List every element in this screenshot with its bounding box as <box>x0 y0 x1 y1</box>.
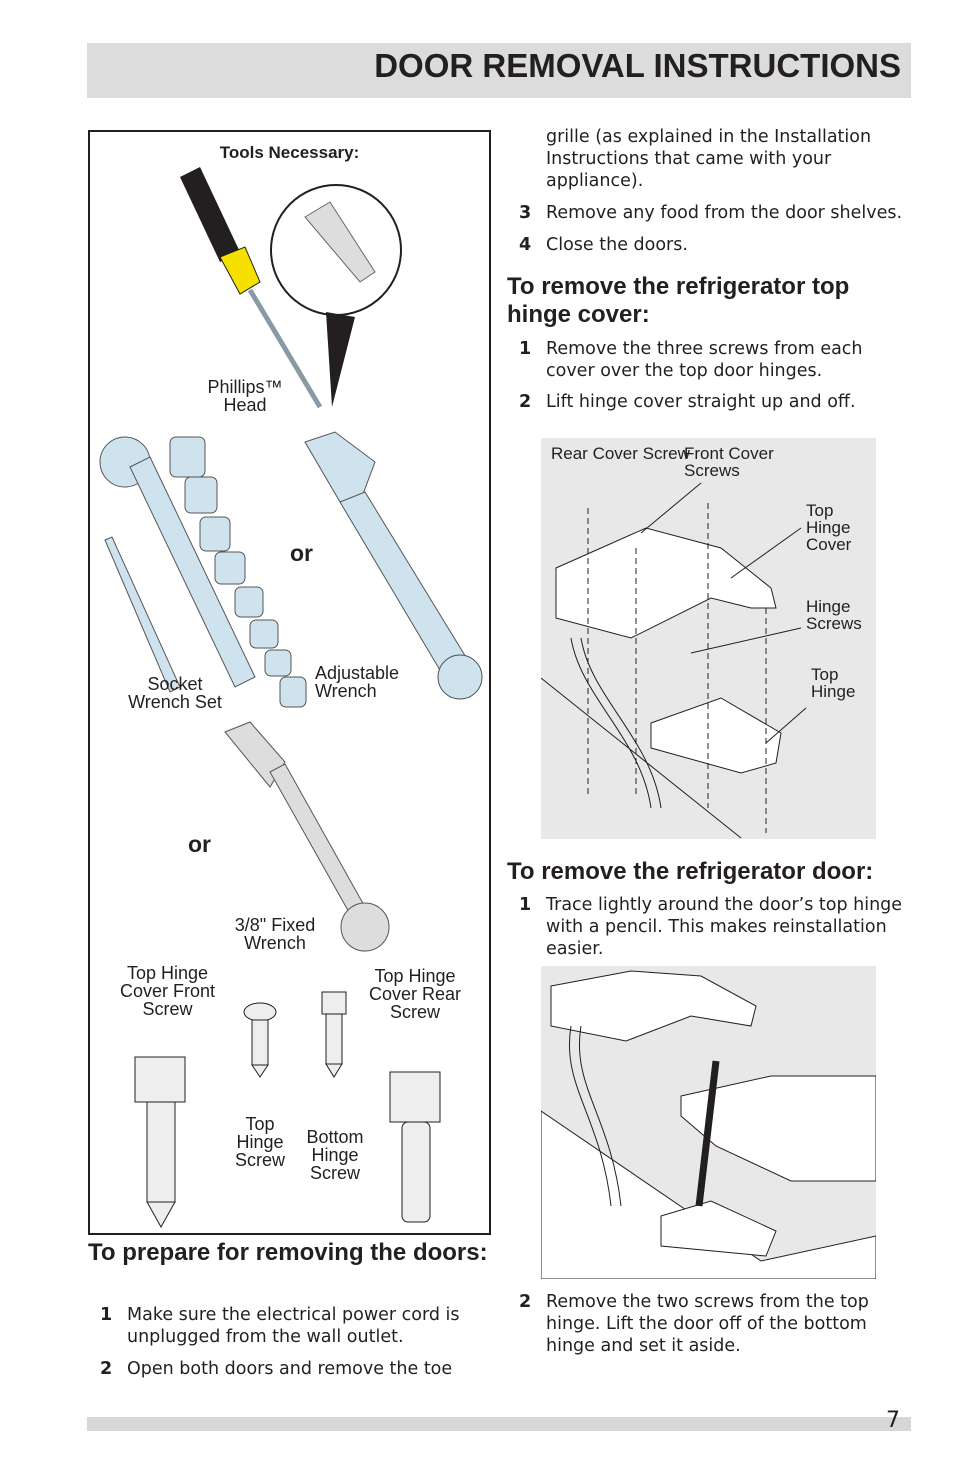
top-hinge-cover-label: Top Hinge Cover <box>806 501 852 554</box>
step-text: Open both doors and remove the toe <box>127 1359 453 1379</box>
prepare-step-3: 3 Remove any food from the door shelves. <box>519 202 911 224</box>
step-number: 1 <box>519 895 532 915</box>
fixed-wrench-icon <box>224 721 390 952</box>
rear-screw-label: Top Hinge Cover Rear Screw <box>368 966 462 1022</box>
tools-title: Tools Necessary: <box>219 143 360 162</box>
step-number: 1 <box>519 339 532 359</box>
door-step-1: 1 Trace lightly around the door’s top hin… <box>519 894 906 960</box>
phillips-label: Phillips™ Head <box>207 377 283 415</box>
prepare-step-2: 2 Open both doors and remove the toe <box>100 1358 477 1380</box>
top-hinge-screw-label: Top Hinge Screw <box>234 1114 285 1170</box>
socket-wrench-icon <box>99 436 307 708</box>
prepare-step-4: 4 Close the doors. <box>519 234 911 256</box>
footer-bar <box>87 1417 911 1431</box>
fixed-wrench-label: 3/8" Fixed Wrench <box>234 915 316 953</box>
step-text: Close the doors. <box>546 235 688 255</box>
front-screw-label: Top Hinge Cover Front Screw <box>119 963 216 1019</box>
or-label-1: or <box>290 540 313 566</box>
bottom-hinge-screw-label: Bottom Hinge Screw <box>306 1127 364 1183</box>
door-heading: To remove the refrigerator door: <box>507 858 874 885</box>
or-label-2: or <box>188 831 211 857</box>
step-text: Lift hinge cover straight up and off. <box>546 392 856 412</box>
hinge-cover-illustration <box>541 482 807 839</box>
step-number: 3 <box>519 203 532 223</box>
socket-label: Socket Wrench Set <box>128 674 222 712</box>
prepare-step-1: 1 Make sure the electrical power cord is … <box>100 1304 477 1348</box>
front-cover-screws-label: Front Cover Screws <box>684 444 774 480</box>
screwdriver-icon <box>180 167 402 409</box>
cover-step-1: 1 Remove the three screws from each cover… <box>519 338 911 382</box>
header-bar: DOOR REMOVAL INSTRUCTIONS <box>87 43 911 98</box>
rear-cover-screw-label: Rear Cover Screw <box>551 444 690 463</box>
step-number: 4 <box>519 235 532 255</box>
cover-heading: To remove the refrigerator top hinge cov… <box>507 273 850 328</box>
cover-step-2: 2 Lift hinge cover straight up and off. <box>519 391 911 413</box>
step-number: 1 <box>100 1305 113 1325</box>
trace-hinge-figure <box>541 966 876 1279</box>
step-text: Make sure the electrical power cord is u… <box>127 1305 460 1347</box>
step-text: Trace lightly around the door’s top hing… <box>546 895 903 959</box>
door-step-2: 2 Remove the two screws from the top hing… <box>519 1291 906 1357</box>
screws-icon <box>134 991 441 1229</box>
tools-box: Tools Necessary: <box>88 130 491 1235</box>
adjustable-label: Adjustable Wrench <box>315 663 400 701</box>
tools-illustration <box>99 167 483 1229</box>
adjustable-wrench-icon <box>304 431 483 700</box>
hinge-screws-label: Hinge Screws <box>806 597 862 633</box>
step-number: 2 <box>519 392 532 412</box>
step-text: Remove the three screws from each cover … <box>546 339 863 381</box>
page-title: DOOR REMOVAL INSTRUCTIONS <box>374 47 901 84</box>
page-number: 7 <box>886 1408 900 1433</box>
top-hinge-label: Top Hinge <box>811 665 856 701</box>
step-text: Remove the two screws from the top hinge… <box>546 1292 869 1356</box>
step-number: 2 <box>519 1292 532 1312</box>
step-text: Remove any food from the door shelves. <box>546 203 903 223</box>
prepare-heading: To prepare for removing the doors: <box>88 1239 488 1266</box>
prepare-step-2-continued: grille (as explained in the Installation… <box>546 127 872 191</box>
step-number: 2 <box>100 1359 113 1379</box>
trace-hinge-illustration <box>541 970 876 1279</box>
hinge-cover-figure: Rear Cover Screw Front Cover Screws Top … <box>541 438 876 839</box>
